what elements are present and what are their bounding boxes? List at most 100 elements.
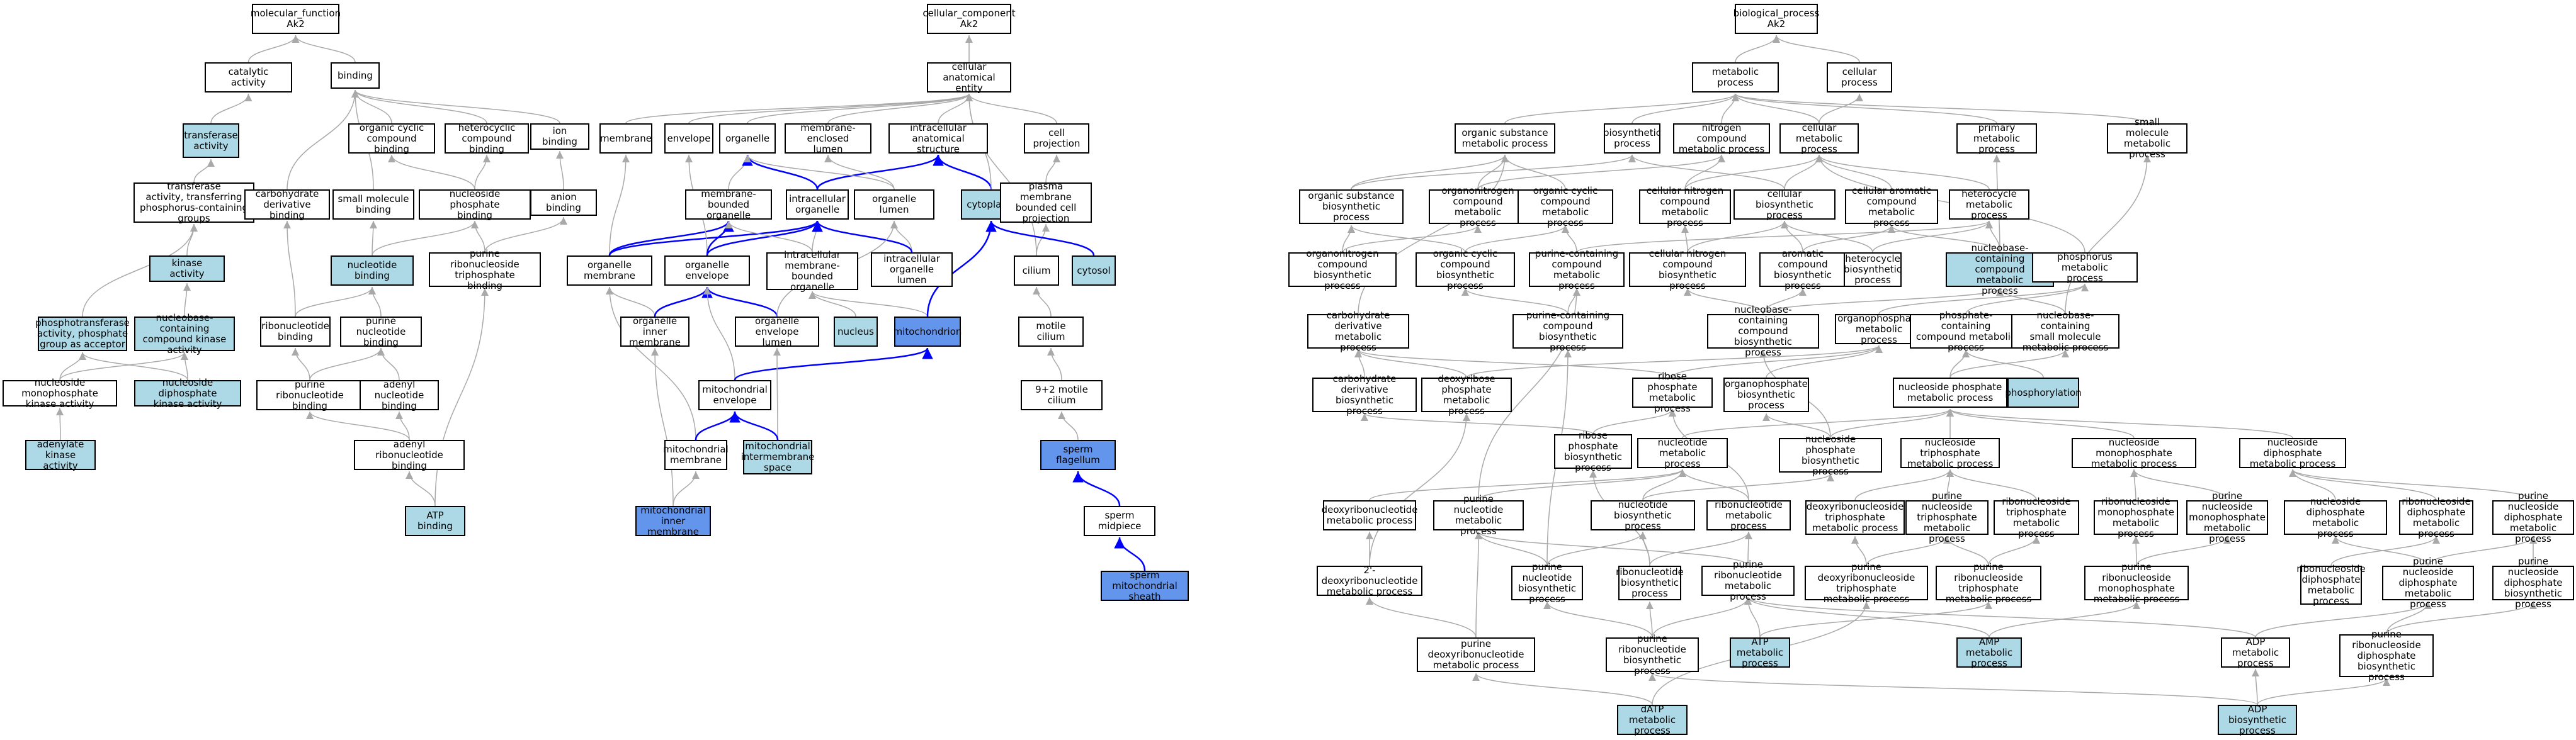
edge-pur_cont_met-to-org_cyc_met xyxy=(1562,225,1577,253)
edge-org_inner_mem-to-org_envelope xyxy=(654,286,713,317)
node-nucleotide-bio: nucleotide biosynthetic process xyxy=(1591,499,1695,531)
node-ribose-met: ribose phosphate metabolic process xyxy=(1632,371,1713,414)
edge-kinase-to-transfer_p xyxy=(186,223,198,256)
edge-mem_encl_lumen-to-cell_anat xyxy=(827,93,973,124)
node-hetero-bio: heterocycle biosynthetic process xyxy=(1844,252,1902,287)
node-hetero-bind: heterocyclic compound binding xyxy=(445,122,529,154)
node-carb-deriv-bind: carbohydrate derivative binding xyxy=(244,188,330,220)
edge-nmp_kinase-to-nuc_kinase xyxy=(59,352,188,381)
node-pur-ntp-bind: purine ribonucleoside triphosphate bindi… xyxy=(429,248,541,291)
edge-motile_cilium-to-cilium xyxy=(1033,286,1052,317)
edge-organonitro_met-to-nitro_met xyxy=(1477,154,1725,190)
edge-nucleus-to-intra_mem_bound xyxy=(809,291,856,317)
node-arom-bio: aromatic compound biosynthetic process xyxy=(1759,248,1846,291)
edge-adp_met-to-pur_ribonuc_met xyxy=(1744,597,2256,638)
edge-cell_met-to-metabolic xyxy=(1732,93,1820,124)
edge-ribonuc_bio-to-nucleotide_bio xyxy=(1639,531,1650,566)
node-cell-proj: cell projection xyxy=(1024,123,1089,154)
node-carb-deriv-met: carbohydrate derivative metabolic proces… xyxy=(1307,310,1409,352)
edge-membrane-to-cell_anat xyxy=(625,93,973,124)
node-pur-ribo-dp-bio: purine ribonucleoside diphosphate biosyn… xyxy=(2339,629,2434,682)
node-nucleotide-bind: nucleotide binding xyxy=(331,255,414,286)
node-ribonuc-dp-met: ribonucleoside diphosphate metabolic pro… xyxy=(2399,496,2473,539)
node-pur-ribonuc-met: purine ribonucleotide metabolic process xyxy=(1701,559,1795,602)
node-pur-cont-bio: purine-containing compound biosynthetic … xyxy=(1512,310,1623,352)
node-biosynthetic: biosynthetic process xyxy=(1603,123,1661,154)
node-phosphorus-met: phosphorus metabolic process xyxy=(2032,251,2138,283)
node-deoxyribonuc2-met: 2'-deoxyribonucleotide metabolic process xyxy=(1317,564,1422,597)
node-phos-cont-met: phosphate-containing compound metabolic … xyxy=(1910,310,2022,352)
edge-nmp_met-to-nuc_phos_met xyxy=(1946,408,2135,439)
node-sperm-midpiece: sperm midpiece xyxy=(1084,506,1155,536)
node-transfer-p: transferase activity, transferring phosp… xyxy=(133,181,254,224)
edge-org_membrane-to-intra_org xyxy=(608,220,823,256)
node-mito-inner-mem: mitochondrial inner membrane xyxy=(635,505,711,537)
node-nuc-phos-met: nucleoside phosphate metabolic process xyxy=(1893,378,2007,408)
edge-mitochondrion-to-intra_mem_bound xyxy=(809,291,928,317)
node-cell-met: cellular metabolic process xyxy=(1779,122,1859,154)
node-datp-met: dATP metabolic process xyxy=(1617,704,1688,736)
edge-cell_proj-to-cell_anat xyxy=(965,93,1057,124)
node-ion-bind: ion binding xyxy=(530,123,589,150)
edge-ribonucleotide_met-to-nucleotide_met xyxy=(1679,469,1749,501)
edge-phos_cont_met-to-phosphorus_met xyxy=(1965,283,2089,315)
edge-deoxyribose_met-to-carb_deriv_met xyxy=(1354,349,1467,378)
node-pur-nuc-bind: purine nucleotide binding xyxy=(340,315,422,347)
edge-ribonuc_bind-to-carb_deriv_bind xyxy=(283,220,296,317)
edge-mito_ims-to-mito_envelope xyxy=(729,411,779,440)
node-org-cyc-bio: organic cyclic compound biosynthetic pro… xyxy=(1416,248,1515,291)
node-deoxyribonuc-met: deoxyribonucleotide metabolic process xyxy=(1322,500,1417,530)
edge-datp_met-to-pur_deoxyribonuc_met xyxy=(1472,673,1653,705)
edge-ndp_met-to-nuc_phos_met xyxy=(1946,408,2293,439)
node-ribonucleotide-met: ribonucleotide metabolic process xyxy=(1706,499,1791,531)
edge-cytosol-to-cytoplasm xyxy=(985,220,1095,256)
edge-nucleotide_bio-to-nuc_phos_bio xyxy=(1642,473,1834,501)
node-organophos-met: organophosphate metabolic process xyxy=(1835,313,1923,345)
edge-cilium-to-pm_bound_proj xyxy=(1036,223,1050,256)
edge-pur_ribonuc_bind-to-pur_nuc_bind xyxy=(309,347,385,381)
node-anion-bind: anion binding xyxy=(530,189,597,216)
edge-cell_arom_met-to-cell_met xyxy=(1815,154,1892,190)
edge-amp_met-to-pur_ribonuc_met xyxy=(1744,597,1990,638)
node-ribonuc-bind: ribonucleotide binding xyxy=(260,317,331,347)
node-cell-nitro-bio: cellular nitrogen compound biosynthetic … xyxy=(1629,248,1746,291)
node-transferase: transferase activity xyxy=(183,123,239,158)
edge-atp_met-to-pur_ribo_tp_met xyxy=(1759,601,1992,638)
edge-mito_envelope-to-mitochondrion xyxy=(734,347,933,381)
node-nmp-kinase: nucleoside monophosphate kinase activity xyxy=(3,377,117,409)
node-cellular-proc: cellular process xyxy=(1827,62,1892,92)
edge-nucleotide_bio-to-nucleotide_met xyxy=(1642,469,1686,501)
node-org-lumen: organelle lumen xyxy=(854,189,934,220)
edge-organophos_met-to-phosphorus_met xyxy=(1878,283,2089,315)
node-small-mol-bind: small molecule binding xyxy=(332,189,414,220)
node-motile-cilium: motile cilium xyxy=(1018,317,1084,347)
node-hetero-met: heterocycle metabolic process xyxy=(1949,188,2029,220)
edge-nuc_phos_bind-to-hetero_bind xyxy=(474,154,491,190)
edge-nuc_cont_bio-to-arom_bio xyxy=(1762,288,1807,315)
node-organophos-bio: organophosphate biosynthetic process xyxy=(1723,378,1809,412)
edge-pur_cont_met-to-hetero_met xyxy=(1576,220,1993,253)
edge-nuc_phos_bio-to-nuc_phos_met xyxy=(1830,408,1954,439)
edge-intra_org-to-intra_anat xyxy=(816,154,944,190)
edge-ribose_met-to-organophos_met xyxy=(1672,345,1883,378)
node-membrane: membrane xyxy=(599,123,652,154)
edge-org_sub_bio-to-org_sub_met xyxy=(1351,154,1509,190)
node-bp-root: biological_process Ak2 xyxy=(1733,4,1819,34)
node-ribonuc-bio: ribonucleotide biosynthetic process xyxy=(1616,566,1684,600)
edge-org_sub_met-to-metabolic xyxy=(1504,93,1739,124)
node-org-sub-bio: organic substance biosynthetic process xyxy=(1299,189,1404,224)
edge-nuc_cont_met-to-cell_arom_met xyxy=(1888,225,2000,253)
edge-adenyl_ribonuc_bind-to-adenyl_nuc_bind xyxy=(395,411,410,440)
edge-pur_nuc_dp_met2-to-pur_ndp_met xyxy=(2427,535,2537,566)
edge-anion_bind-to-ion_bind xyxy=(556,150,564,190)
edge-adenyl_ribonuc_bind-to-pur_ribonuc_bind xyxy=(306,411,410,440)
node-cell-bio: cellular biosynthetic process xyxy=(1733,188,1836,220)
node-nuc-cont-bio: nucleobase-containing compound biosynthe… xyxy=(1707,305,1819,358)
node-pur-ribonuc-bind: purine ribonucleotide binding xyxy=(256,379,363,411)
edge-nuc_phos_bind-to-org_cyc_bind xyxy=(388,154,475,190)
node-atp-met: ATP metabolic process xyxy=(1730,636,1790,668)
node-carb-deriv-bio: carbohydrate derivative biosynthetic pro… xyxy=(1312,373,1417,416)
edge-mito_membrane-to-org_membrane xyxy=(606,286,696,440)
edge-atp_bind-to-pur_ntp_bind xyxy=(434,288,489,507)
edge-pur_ribonuc_met-to-ribonucleotide_met xyxy=(1744,531,1752,566)
